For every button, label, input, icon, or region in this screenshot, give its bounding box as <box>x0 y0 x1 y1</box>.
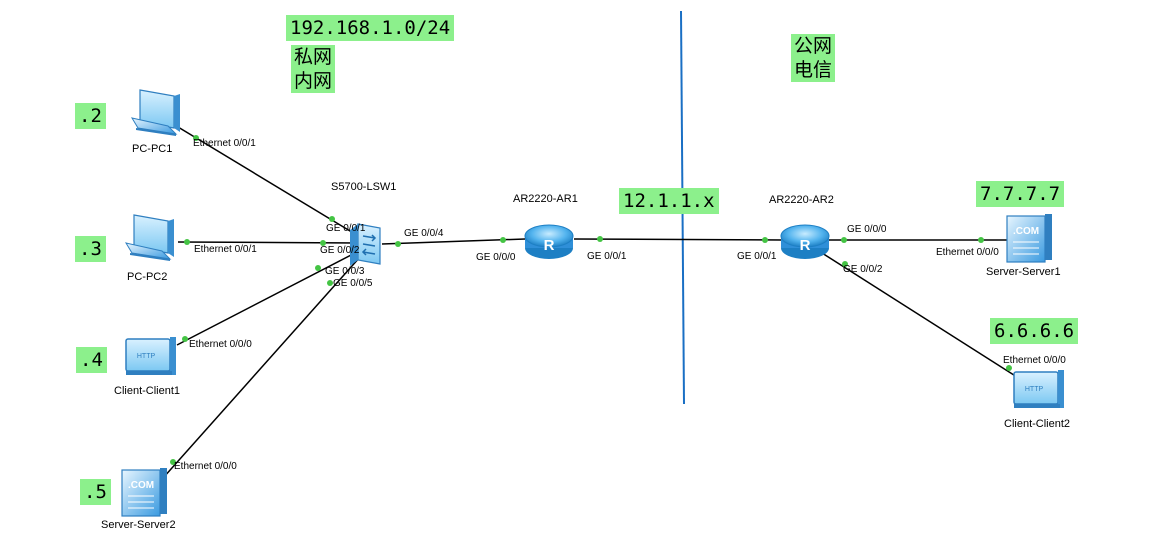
port-label-server1-eth: Ethernet 0/0/0 <box>936 247 999 258</box>
public-network-tag: 公网 电信 <box>791 34 836 82</box>
wan-subnet-tag: 12.1.1.x <box>619 188 719 214</box>
link-ar2-client2[interactable] <box>821 252 1018 378</box>
port-dot <box>500 237 506 243</box>
server1-device[interactable]: .COM <box>1006 214 1052 263</box>
client2-label: Client-Client2 <box>1004 418 1070 430</box>
link-ar1-ar2[interactable] <box>573 238 784 241</box>
client2-ip-tag: 6.6.6.6 <box>990 318 1079 344</box>
port-label-sw-ge1: GE 0/0/1 <box>326 223 366 234</box>
link-server2-switch[interactable] <box>162 256 361 479</box>
switch-lsw1-device[interactable] <box>350 223 381 266</box>
server-icon: .COM <box>121 468 167 517</box>
svg-text:R: R <box>800 237 811 254</box>
pc2-device[interactable] <box>124 214 174 261</box>
port-dot <box>327 280 333 286</box>
http-client-icon: HTTP <box>1013 370 1064 408</box>
port-label-sw-ge2: GE 0/0/2 <box>320 245 360 256</box>
port-dot <box>597 236 603 242</box>
port-dot <box>762 237 768 243</box>
pc1-device[interactable] <box>130 89 180 136</box>
router-icon: R <box>780 224 830 259</box>
port-dot <box>978 237 984 243</box>
server2-device[interactable]: .COM <box>121 468 167 517</box>
port-dot <box>193 135 199 141</box>
pc2-host-tag: .3 <box>75 236 106 262</box>
svg-text:R: R <box>544 237 555 254</box>
port-label-sw-ge5: GE 0/0/5 <box>333 278 373 289</box>
device-labels: PC-PC1 PC-PC2 Client-Client1 Server-Serv… <box>101 143 1070 531</box>
port-label-ar2-ge1: GE 0/0/1 <box>737 251 777 262</box>
ar2-label: AR2220-AR2 <box>769 194 834 206</box>
port-dot <box>315 265 321 271</box>
server1-label: Server-Server1 <box>986 266 1061 278</box>
port-dot <box>320 240 326 246</box>
switch-icon <box>350 223 381 266</box>
pc2-label: PC-PC2 <box>127 271 167 283</box>
server2-host-tag: .5 <box>80 479 111 505</box>
http-client-icon: HTTP <box>125 337 176 375</box>
port-dot <box>184 239 190 245</box>
port-dot <box>170 459 176 465</box>
link-pc2-switch[interactable] <box>177 241 359 244</box>
links <box>162 126 1018 479</box>
port-label-ar2-ge2: GE 0/0/2 <box>843 264 883 275</box>
client1-device[interactable]: HTTP <box>125 337 176 375</box>
link-client1-switch[interactable] <box>176 252 356 346</box>
router-icon: R <box>524 224 574 259</box>
router-ar2-device[interactable]: R <box>780 224 830 259</box>
port-labels: Ethernet 0/0/1 Ethernet 0/0/1 Ethernet 0… <box>174 138 1066 472</box>
port-label-ar2-ge0: GE 0/0/0 <box>847 224 887 235</box>
port-label-server2-eth: Ethernet 0/0/0 <box>174 461 237 472</box>
server2-label: Server-Server2 <box>101 519 176 531</box>
port-dots <box>170 135 1012 465</box>
port-label-ar1-ge1: GE 0/0/1 <box>587 251 627 262</box>
pc1-label: PC-PC1 <box>132 143 172 155</box>
pc-icon <box>130 89 180 136</box>
server1-ip-tag: 7.7.7.7 <box>976 181 1065 207</box>
svg-text:HTTP: HTTP <box>1025 386 1044 393</box>
port-label-pc1-eth: Ethernet 0/0/1 <box>193 138 256 149</box>
private-network-tag: 私网 内网 <box>291 45 336 93</box>
svg-text:.COM: .COM <box>1013 226 1039 237</box>
port-dot <box>1006 365 1012 371</box>
client1-label: Client-Client1 <box>114 385 180 397</box>
port-dot <box>842 261 848 267</box>
port-label-sw-ge4: GE 0/0/4 <box>404 228 444 239</box>
port-label-ar1-ge0: GE 0/0/0 <box>476 252 516 263</box>
port-label-pc2-eth: Ethernet 0/0/1 <box>194 244 257 255</box>
link-pc1-switch[interactable] <box>177 126 356 235</box>
port-dot <box>841 237 847 243</box>
router-ar1-device[interactable]: R <box>524 224 574 259</box>
client1-host-tag: .4 <box>76 347 107 373</box>
port-label-client1-eth: Ethernet 0/0/0 <box>189 339 252 350</box>
switch-label: S5700-LSW1 <box>331 181 396 193</box>
server-icon: .COM <box>1006 214 1052 263</box>
pc-icon <box>124 214 174 261</box>
port-dot <box>395 241 401 247</box>
port-dot <box>182 336 188 342</box>
lan-subnet-tag: 192.168.1.0/24 <box>286 15 455 41</box>
svg-text:HTTP: HTTP <box>137 353 156 360</box>
ar1-label: AR2220-AR1 <box>513 193 578 205</box>
client2-device[interactable]: HTTP <box>1013 370 1064 408</box>
pc1-host-tag: .2 <box>75 103 106 129</box>
port-dot <box>329 216 335 222</box>
port-label-sw-ge3: GE 0/0/3 <box>325 266 365 277</box>
port-label-client2-eth: Ethernet 0/0/0 <box>1003 355 1066 366</box>
svg-text:.COM: .COM <box>128 480 154 491</box>
